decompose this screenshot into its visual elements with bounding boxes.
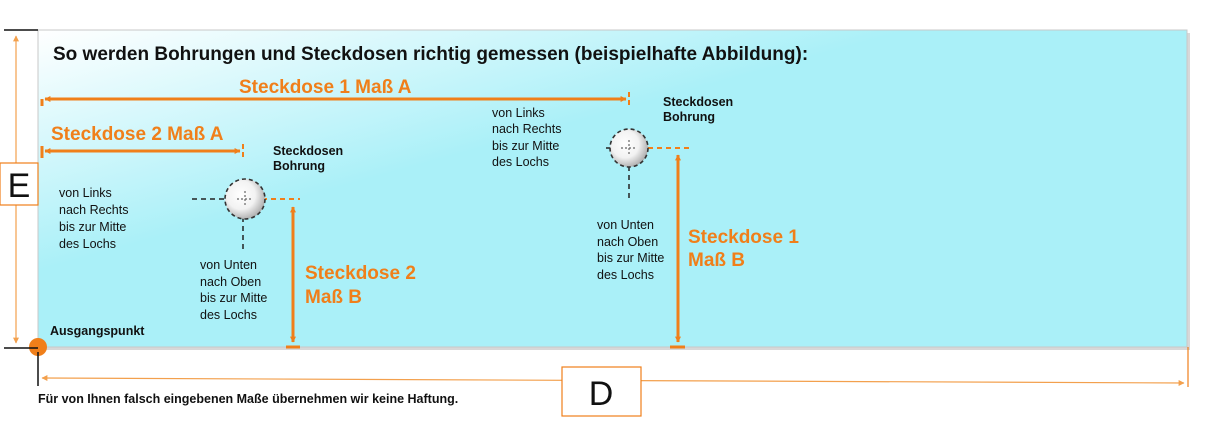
bohrung-s2-line2: Bohrung [273,159,325,173]
dim-e-letter: E [8,167,31,205]
origin-label: Ausgangspunkt [50,324,145,338]
s2-mass-a-label: Steckdose 2 Maß A [51,124,224,145]
note-unten-s2-line3: bis zur Mitte [200,291,267,305]
bohrung-s1-line1: Steckdosen [663,95,733,109]
bohrung-label-s1: Steckdosen Bohrung [663,95,737,124]
s2-mass-b-label: Steckdose 2 Maß B [305,263,421,308]
s2-mass-b-line1: Steckdose 2 [305,263,416,284]
note-links-s2-line2: nach Rechts [59,203,128,217]
bohrung-s2-line1: Steckdosen [273,144,343,158]
note-links-s2-line3: bis zur Mitte [59,220,126,234]
dim-d-letter: D [589,375,614,413]
note-unten-s1-line4: des Lochs [597,268,654,282]
disclaimer-text: Für von Ihnen falsch eingebenen Maße übe… [38,392,459,406]
note-unten-s1-line1: von Unten [597,218,654,232]
note-links-s2-line1: von Links [59,186,112,200]
note-links-s1-line1: von Links [492,106,545,120]
note-links-s1-line2: nach Rechts [492,122,561,136]
note-unten-s1: von Unten nach Oben bis zur Mitte des Lo… [597,218,668,282]
s2-mass-b-line2: Maß B [305,287,362,308]
note-links-s1-line4: des Lochs [492,155,549,169]
origin-dot [29,338,47,356]
note-links-s2-line4: des Lochs [59,237,116,251]
note-unten-s1-line3: bis zur Mitte [597,251,664,265]
note-unten-s2-line1: von Unten [200,258,257,272]
note-unten-s2: von Unten nach Oben bis zur Mitte des Lo… [200,258,271,322]
note-unten-s1-line2: nach Oben [597,235,658,249]
s1-mass-a-label: Steckdose 1 Maß A [239,77,412,98]
s1-mass-b-line2: Maß B [688,250,745,271]
s1-mass-b-line1: Steckdose 1 [688,227,799,248]
note-unten-s2-line2: nach Oben [200,275,261,289]
note-links-s2: von Links nach Rechts bis zur Mitte des … [59,186,132,251]
dim-d-box [561,366,642,417]
dim-e-box [0,162,39,206]
bohrung-label-s2: Steckdosen Bohrung [273,144,347,173]
note-unten-s2-line4: des Lochs [200,308,257,322]
bohrung-s1-line2: Bohrung [663,110,715,124]
page-title: So werden Bohrungen und Steckdosen richt… [53,44,808,65]
note-links-s1: von Links nach Rechts bis zur Mitte des … [492,106,565,169]
s1-mass-b-label: Steckdose 1 Maß B [688,227,804,271]
note-links-s1-line3: bis zur Mitte [492,139,559,153]
